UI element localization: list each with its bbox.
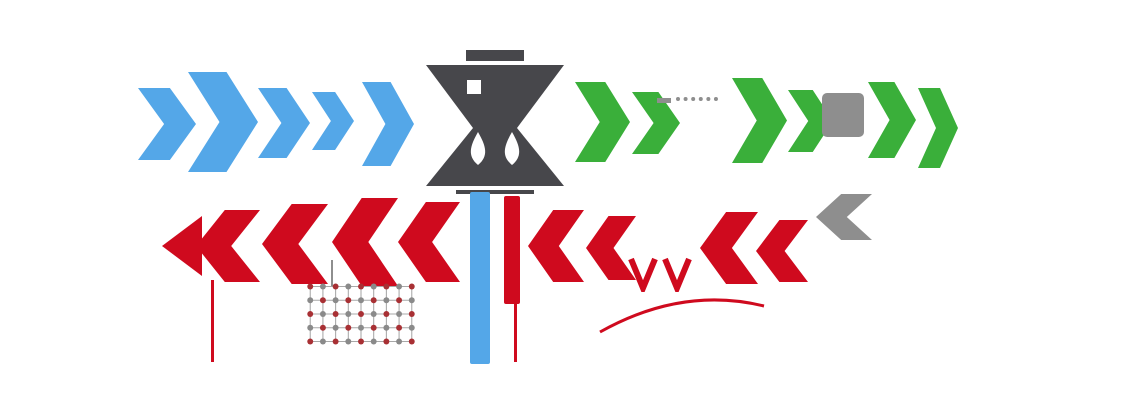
red-arrow-icon <box>262 204 328 284</box>
blue-arrow-icon <box>362 82 414 166</box>
green-arrow-icon <box>918 88 958 168</box>
green-arrow-icon <box>868 82 916 158</box>
red-curve-connector <box>596 278 768 340</box>
green-arrow-icon <box>575 82 630 162</box>
check-mark-icon <box>628 256 658 296</box>
red-connector-line <box>514 302 517 362</box>
red-arrow-icon <box>528 210 584 282</box>
red-arrow-icon <box>700 212 758 284</box>
red-arrow-icon <box>756 220 808 282</box>
red-arrow-icon <box>332 198 398 286</box>
blue-divider-bar <box>470 192 490 364</box>
blue-arrow-icon <box>312 92 354 150</box>
red-divider-bar <box>504 196 520 304</box>
check-mark-icon <box>662 256 692 296</box>
dotted-separator <box>676 97 718 101</box>
gray-arrow-icon <box>816 194 872 240</box>
red-arrow-icon <box>398 202 460 282</box>
dash-separator <box>657 98 671 103</box>
red-arrowhead-icon <box>162 216 202 276</box>
blue-arrow-icon <box>138 88 196 160</box>
green-arrow-icon <box>732 78 787 163</box>
green-arrow-icon <box>632 92 680 154</box>
lattice-connector-line <box>331 260 333 286</box>
apparatus-icon <box>420 50 570 195</box>
blue-arrow-icon <box>258 88 310 158</box>
crystal-lattice <box>306 282 416 346</box>
gray-box-icon <box>822 93 864 137</box>
blue-arrow-icon <box>188 72 258 172</box>
red-connector-line <box>211 280 214 362</box>
red-arrow-icon <box>196 210 260 282</box>
